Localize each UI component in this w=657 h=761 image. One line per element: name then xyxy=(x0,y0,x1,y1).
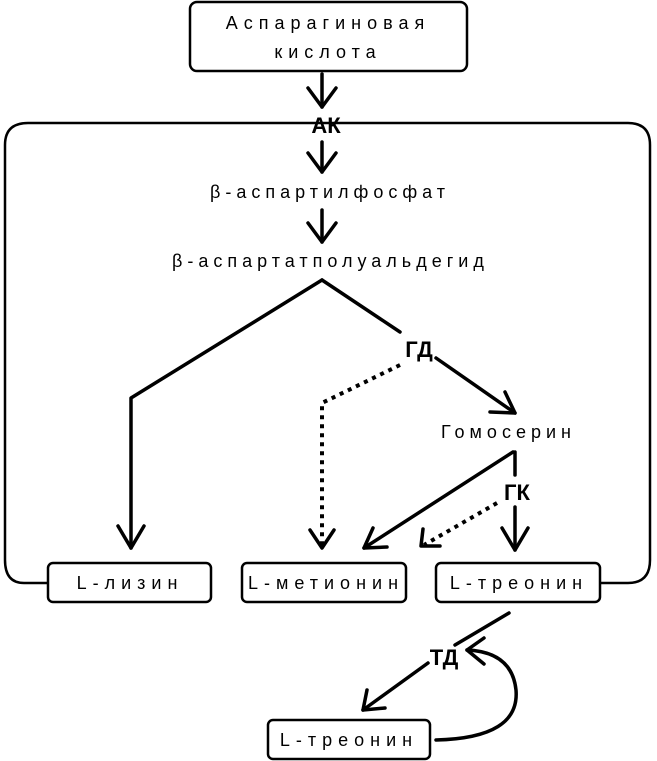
enzyme-gd-label: ГД xyxy=(405,337,433,362)
dotted-gk-to-methionine xyxy=(419,501,498,548)
enzyme-td-label: ТД xyxy=(430,645,459,670)
enzyme-gk-label: ГК xyxy=(504,480,530,505)
arrow-threonine-to-bottom xyxy=(361,611,511,712)
methionine-label: L-метионин xyxy=(248,573,404,593)
homoserine-label: Гомосерин xyxy=(441,422,576,442)
arrow-to-semialdehyde xyxy=(306,208,338,244)
feedback-enclosure xyxy=(3,121,652,585)
enzyme-ak-label: АК xyxy=(311,113,341,138)
threonine-box xyxy=(434,561,602,604)
dotted-gd-to-methionine xyxy=(308,363,401,550)
lysine-box xyxy=(46,561,213,604)
arrow-ak-to-aspartyl-phosphate xyxy=(306,140,338,174)
aspartyl-phosphate-label: β-аспартилфосфат xyxy=(210,182,450,202)
lysine-label: L-лизин xyxy=(77,573,184,593)
threonine-bottom-box xyxy=(266,718,432,761)
threonine-label: L-треонин xyxy=(450,573,588,593)
feedback-curve-to-td xyxy=(434,636,518,742)
substrate-line2: кислота xyxy=(274,42,381,62)
aspartate-semialdehyde-label: β-аспартатполуальдегид xyxy=(172,251,489,271)
methionine-box xyxy=(240,561,408,604)
arrow-homoserine-to-threonine xyxy=(500,450,530,552)
arrow-semialdehyde-to-lysine xyxy=(116,278,324,550)
substrate-line1: Аспарагиновая xyxy=(226,13,430,33)
threonine-bottom-label: L-треонин xyxy=(280,730,418,750)
arrow-semialdehyde-to-homoserine xyxy=(320,278,517,415)
substrate-box xyxy=(188,0,469,73)
arrow-substrate-to-ak xyxy=(306,72,338,109)
arrow-homoserine-to-methionine xyxy=(362,450,515,550)
